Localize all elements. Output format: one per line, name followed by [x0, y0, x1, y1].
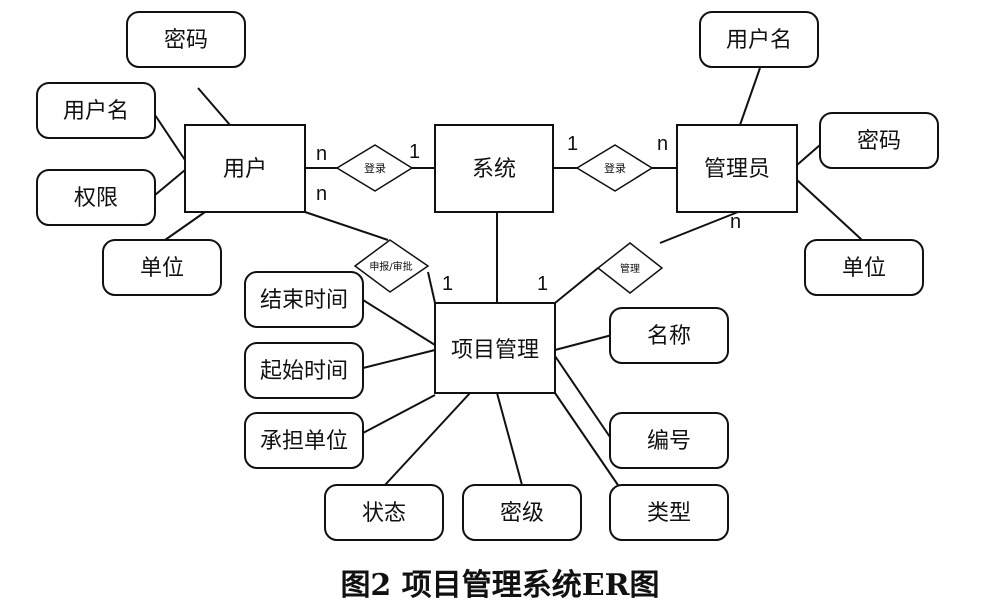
- attr-project-unit: [244, 412, 364, 469]
- line-project-end-time: [362, 299, 436, 346]
- attr-project-number-label: 编号: [647, 429, 691, 454]
- line-project-type: [554, 392, 621, 489]
- attr-admin-username-label: 用户名: [726, 28, 792, 53]
- card-system-login-left: 1: [409, 141, 420, 163]
- attr-user-unit-label: 单位: [140, 256, 184, 281]
- line-user-username: [154, 114, 186, 161]
- attr-project-number: [609, 412, 729, 469]
- entity-admin: [676, 124, 798, 213]
- relationship-manage: [596, 242, 664, 294]
- attr-user-password: [126, 11, 246, 68]
- attr-project-end-time: [244, 271, 364, 328]
- line-user-password: [197, 87, 231, 126]
- line-admin-password: [796, 144, 821, 166]
- card-project-apply: 1: [442, 273, 453, 295]
- relationship-login-right: [575, 144, 654, 192]
- line-user-unit: [164, 211, 206, 241]
- attr-admin-unit: [804, 239, 924, 296]
- attr-user-username: [36, 82, 156, 139]
- line-admin-unit: [796, 179, 863, 241]
- attr-user-permission-label: 权限: [74, 186, 118, 211]
- attr-project-name-label: 名称: [647, 324, 691, 349]
- attr-project-end-time-label: 结束时间: [260, 288, 348, 313]
- card-project-manage: 1: [537, 273, 548, 295]
- attr-admin-unit-label: 单位: [842, 256, 886, 281]
- card-user-apply: n: [316, 183, 327, 205]
- attr-user-unit: [102, 239, 222, 296]
- card-user-login: n: [316, 143, 327, 165]
- attr-user-password-label: 密码: [164, 28, 208, 53]
- figure-caption: 图2 项目管理系统ER图: [340, 568, 660, 603]
- line-project-secret: [496, 392, 523, 486]
- entity-project-label: 项目管理: [451, 338, 539, 363]
- entity-project: [434, 302, 556, 394]
- relationship-apply-review-label: 申报/审批: [369, 260, 412, 273]
- relationship-login-right-label: 登录: [604, 161, 626, 175]
- card-admin-manage: n: [730, 211, 741, 233]
- entity-admin-label: 管理员: [704, 157, 770, 182]
- line-admin-username: [739, 67, 761, 126]
- relationship-manage-label: 管理: [620, 262, 640, 275]
- line-user-apply: [304, 211, 389, 241]
- relationship-apply-review: [353, 239, 430, 293]
- card-system-login-right: 1: [567, 133, 578, 155]
- card-admin-login: n: [657, 133, 668, 155]
- attr-project-start-time-label: 起始时间: [260, 359, 348, 384]
- attr-user-permission: [36, 169, 156, 226]
- connector-lines: [154, 67, 863, 489]
- attr-project-status-label: 状态: [362, 501, 406, 526]
- attr-project-status: [324, 484, 444, 541]
- line-project-start-time: [362, 349, 436, 369]
- line-user-permission: [154, 169, 186, 196]
- attr-project-type-label: 类型: [647, 501, 691, 526]
- line-project-unit: [362, 394, 436, 434]
- attr-project-name: [609, 307, 729, 364]
- line-admin-manage: [659, 211, 739, 244]
- attr-project-type: [609, 484, 729, 541]
- entity-system-label: 系统: [472, 157, 516, 182]
- line-project-name: [554, 334, 613, 351]
- relationship-login-left: [335, 144, 414, 192]
- line-apply-project: [427, 271, 436, 304]
- line-manage-project: [554, 267, 599, 304]
- entity-user: [184, 124, 306, 213]
- line-project-status: [384, 392, 471, 486]
- attr-user-username-label: 用户名: [63, 99, 129, 124]
- attr-admin-password-label: 密码: [857, 129, 901, 154]
- attr-project-secret-label: 密级: [500, 501, 544, 526]
- attr-admin-username: [699, 11, 819, 68]
- entity-user-label: 用户: [223, 157, 267, 182]
- attr-project-unit-label: 承担单位: [260, 429, 348, 454]
- attr-project-start-time: [244, 342, 364, 399]
- entity-system: [434, 124, 554, 213]
- attr-admin-password: [819, 112, 939, 169]
- er-diagram: 用户 系统 管理员 项目管理 登录 登录 申报/审批 管理 密码 用户名 权限 …: [36, 11, 939, 541]
- relationship-login-left-label: 登录: [364, 161, 386, 175]
- attr-project-secret: [462, 484, 582, 541]
- line-project-number: [554, 355, 613, 441]
